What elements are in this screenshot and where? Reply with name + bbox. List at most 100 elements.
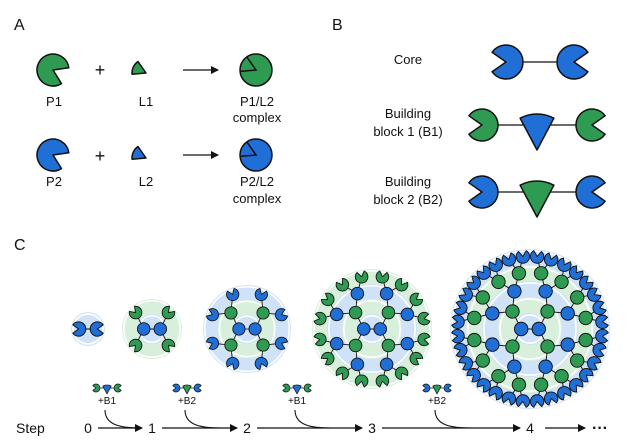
terminal-protein [515, 250, 531, 264]
protein-p1 [36, 53, 70, 87]
mini-block-end [172, 383, 181, 393]
mini-block-end [303, 383, 312, 393]
panel-c-letter: C [14, 237, 26, 254]
protein-p2 [36, 138, 70, 172]
internal-node [507, 284, 522, 299]
terminal-protein [274, 336, 289, 350]
terminal-protein [320, 351, 335, 366]
internal-node [379, 357, 394, 372]
terminal-protein [529, 394, 545, 408]
terminal-protein [488, 257, 503, 272]
mini-block-ligand [432, 384, 442, 395]
terminal-protein [226, 356, 240, 371]
internal-node [540, 304, 555, 319]
p2l2-label-line1: P2/L2 [240, 174, 274, 189]
internal-node [329, 307, 344, 322]
p1l2-label-line2: complex [233, 110, 282, 125]
addition-connector [184, 409, 222, 429]
internal-node [350, 286, 365, 301]
addition-connector [434, 409, 472, 429]
dendrimer-gen-2 [205, 287, 289, 371]
l1-label: L1 [139, 94, 153, 109]
terminal-protein [476, 265, 491, 280]
internal-node [560, 337, 575, 352]
terminal-protein [458, 287, 473, 302]
terminal-protein [354, 270, 369, 284]
b2-ligand [519, 180, 555, 218]
internal-node [570, 353, 585, 368]
core-protein-right [556, 44, 589, 80]
internal-node [554, 274, 569, 289]
terminal-protein [587, 356, 602, 371]
internal-node [475, 290, 490, 305]
add-b1-label-1: +B1 [98, 396, 117, 407]
internal-node [379, 286, 394, 301]
terminal-protein [569, 265, 584, 280]
terminal-protein [595, 314, 609, 330]
complex-p2l2-seam [239, 141, 258, 158]
internal-node [485, 306, 500, 321]
step-4: 4 [526, 420, 534, 436]
internal-node [137, 322, 151, 336]
terminal-protein [592, 342, 607, 358]
terminal-protein [451, 314, 465, 330]
terminal-protein [254, 356, 268, 371]
internal-node [538, 359, 553, 374]
internal-node [467, 310, 482, 326]
terminal-protein [313, 311, 327, 326]
internal-node [505, 304, 520, 319]
internal-node [554, 369, 569, 384]
internal-node [531, 321, 546, 337]
internal-node [540, 339, 555, 354]
dendrimer-gen-1 [128, 305, 176, 353]
internal-node [578, 332, 593, 348]
mini-block-end [92, 383, 101, 393]
terminal-protein [335, 277, 350, 292]
internal-node [533, 266, 549, 281]
dendrimer-gen-4 [451, 250, 609, 408]
step-0: 0 [84, 420, 92, 436]
mini-block-end [282, 383, 291, 393]
internal-node [491, 274, 506, 289]
terminal-protein [226, 287, 240, 302]
internal-node [511, 377, 527, 392]
internal-node [560, 306, 575, 321]
b2-label-line2: block 2 (B2) [373, 192, 442, 207]
addition-connector [104, 409, 142, 429]
b1-protein-right [575, 108, 606, 142]
internal-node [248, 322, 262, 336]
ellipsis: ··· [592, 420, 608, 437]
terminal-protein [128, 338, 143, 353]
terminal-protein [476, 378, 491, 393]
internal-node [256, 306, 270, 320]
b1-protein-left [468, 108, 499, 142]
step-2: 2 [243, 420, 251, 436]
mini-block-end [422, 383, 431, 393]
ligand-l2 [131, 145, 147, 160]
step-axis-label: Step [16, 420, 45, 436]
terminal-protein [375, 270, 390, 284]
terminal-protein [254, 287, 268, 302]
b1-label-line1: Building [385, 106, 431, 121]
internal-node [350, 357, 365, 372]
terminal-protein [515, 394, 531, 408]
internal-node [256, 338, 270, 352]
terminal-protein [320, 292, 335, 307]
internal-node [224, 338, 238, 352]
terminal-protein [529, 250, 545, 264]
add-b2-label-2: +B2 [428, 396, 447, 407]
terminal-protein [417, 311, 431, 326]
terminal-protein [394, 366, 409, 381]
terminal-protein [466, 275, 481, 290]
terminal-protein [409, 292, 424, 307]
b2-protein-right [575, 175, 606, 209]
terminal-protein [335, 366, 350, 381]
panel-a [36, 53, 273, 172]
terminal-protein [453, 342, 468, 358]
terminal-protein [557, 386, 572, 401]
terminal-protein [466, 368, 481, 383]
p1l2-label-line1: P1/L2 [240, 94, 274, 109]
mini-block-end [193, 383, 202, 393]
internal-node [153, 322, 167, 336]
internal-node [348, 338, 363, 353]
